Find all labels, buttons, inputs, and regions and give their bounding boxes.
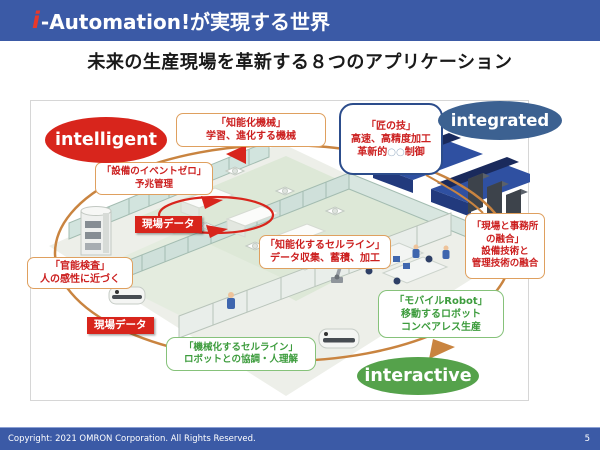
callout-smart-machine: 「知能化機械」 学習、進化する機械 — [176, 113, 326, 147]
callout-mech-cell: 「機械化するセルライン」 ロボットとの協調・人理解 — [166, 337, 316, 371]
callout-zero-event-desc: 予兆管理 — [134, 178, 173, 190]
callout-smart-machine-title: 「知能化機械」 — [216, 118, 286, 129]
callout-smart-cell: 「知能化するセルライン」 データ収集、蓄積、加工 — [259, 235, 391, 269]
callout-zero-event: 「設備のイベントゼロ」 予兆管理 — [95, 162, 213, 195]
callout-sensory-title: 「官能検査」 — [50, 261, 110, 272]
callout-mobile-robot: 「モバイルRobot」 移動するロボット コンベアレス生産 — [378, 290, 504, 338]
callout-site-office: 「現場と事務所の融合」 設備技術と 管理技術の融合 — [465, 213, 545, 279]
slide-header: i -Automation!が実現する世界 — [0, 0, 600, 41]
callout-zero-event-title: 「設備のイベントゼロ」 — [101, 166, 207, 178]
callout-takumi-line3: 革新的○○制御 — [357, 146, 425, 158]
site-data-badge-bottom: 現場データ — [87, 317, 154, 334]
callout-site-office-line2: 設備技術と — [481, 246, 529, 257]
callout-sensory: 「官能検査」 人の感性に近づく — [27, 257, 133, 289]
callout-smart-cell-title: 「知能化するセルライン」 — [265, 240, 385, 251]
illustration-panel: intelligent integrated interactive 「知能化機… — [27, 100, 562, 401]
inspection-machine — [80, 206, 112, 256]
concept-ellipse-interactive: interactive — [357, 357, 479, 395]
data-loop-arrow — [157, 145, 275, 238]
slide-subtitle: 未来の生産現場を革新する８つのアプリケーション — [87, 52, 513, 73]
callout-site-office-title: 「現場と事務所の融合」 — [471, 221, 539, 245]
callout-mobile-robot-line3: コンベアレス生産 — [401, 321, 481, 333]
brand-letter-i: i — [32, 7, 40, 34]
callout-mobile-robot-line2: 移動するロボット — [401, 308, 481, 320]
callout-mobile-robot-title: 「モバイルRobot」 — [394, 295, 488, 307]
callout-mech-cell-desc: ロボットとの協調・人理解 — [184, 354, 298, 365]
page-title: -Automation!が実現する世界 — [40, 10, 331, 34]
concept-ellipse-integrated: integrated — [438, 101, 562, 140]
callout-sensory-desc: 人の感性に近づく — [40, 274, 120, 285]
callout-takumi-title: 「匠の技」 — [366, 120, 416, 132]
concept-ellipse-intelligent: intelligent — [45, 117, 167, 163]
callout-mech-cell-title: 「機械化するセルライン」 — [183, 341, 298, 353]
callout-smart-cell-desc: データ収集、蓄積、加工 — [270, 253, 380, 264]
mobile-robots — [108, 286, 360, 349]
placeholder-circles: ○○ — [387, 146, 405, 158]
copyright-text: Copyright: 2021 OMRON Corporation. All R… — [8, 434, 256, 444]
callout-takumi: 「匠の技」 高速、高精度加工 革新的○○制御 — [339, 103, 443, 175]
callout-site-office-line3: 管理技術の融合 — [471, 258, 539, 270]
slide-footer: Copyright: 2021 OMRON Corporation. All R… — [0, 427, 600, 450]
callout-smart-machine-desc: 学習、進化する機械 — [206, 131, 296, 142]
callout-takumi-line2: 高速、高精度加工 — [351, 133, 431, 145]
page-number: 5 — [584, 434, 590, 444]
site-data-badge-top: 現場データ — [135, 216, 202, 233]
